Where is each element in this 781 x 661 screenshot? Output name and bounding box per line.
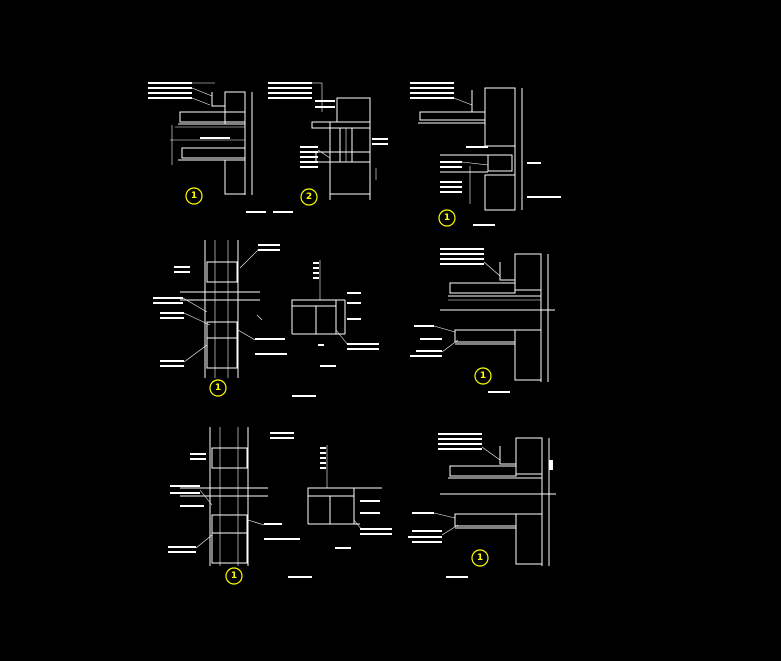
detail-callout: 1: [225, 567, 243, 585]
detail-a: 1: [148, 82, 293, 213]
detail-h: 1: [408, 433, 556, 578]
detail-callout: 1: [209, 379, 227, 397]
callout-number: 1: [480, 371, 486, 381]
label-leaders: [410, 82, 473, 106]
wall-section: [211, 91, 253, 195]
detail-c: 1: [410, 82, 561, 227]
detail-g: 1: [168, 427, 392, 585]
detail-f: 1: [410, 248, 555, 393]
detail-d: 1: [153, 240, 316, 397]
wall-section: [471, 87, 523, 211]
callout-number: 1: [191, 191, 197, 201]
detail-callout: 1: [471, 549, 489, 567]
detail-b: 2: [268, 82, 388, 206]
detail-callout: 1: [438, 209, 456, 227]
label-leaders: [148, 82, 215, 106]
detail-callout: 2: [300, 188, 318, 206]
label-leaders: [268, 82, 323, 112]
callout-number: 2: [306, 192, 312, 202]
wall-section: [180, 240, 260, 378]
callout-number: 1: [444, 213, 450, 223]
wall-section: [311, 97, 371, 200]
slab-upper: [175, 111, 246, 128]
detail-callout: 1: [185, 187, 203, 205]
callout-number: 1: [231, 571, 237, 581]
detail-callout: 1: [474, 367, 492, 385]
detail-e: [291, 260, 379, 367]
callout-number: 1: [215, 383, 221, 393]
slab-lower: [170, 137, 246, 161]
callout-number: 1: [477, 553, 483, 563]
